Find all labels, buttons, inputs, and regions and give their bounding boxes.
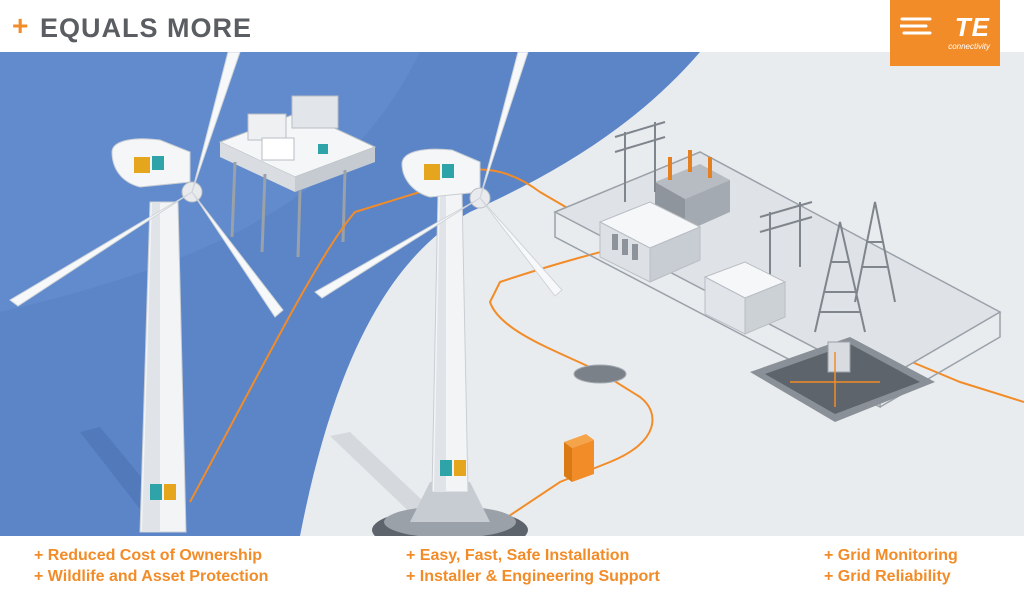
subsea-cable: [189, 168, 601, 503]
te-connectivity-logo: TE connectivity: [890, 0, 1000, 66]
te-swoosh-icon: [900, 17, 932, 35]
manhole: [573, 364, 627, 384]
gantry-left: [614, 121, 666, 202]
wind-turbine-left: [9, 52, 284, 533]
logo-text: TE: [954, 12, 990, 42]
wind-turbine-right: [314, 52, 563, 493]
control-cabinets: [703, 261, 787, 335]
benefit-item: + Easy, Fast, Safe Installation: [406, 547, 630, 564]
cable-vault: [750, 337, 935, 422]
offshore-platform: [218, 95, 377, 258]
benefits-footer: + Reduced Cost of Ownership + Wildlife a…: [0, 536, 1024, 600]
page-title: EQUALS MORE: [40, 13, 253, 43]
land-cable: [488, 241, 654, 523]
wind-farm-illustration: [0, 52, 1024, 536]
gantry-right: [759, 201, 813, 277]
header: + EQUALS MORE: [0, 0, 1024, 52]
header-plus-icon: +: [12, 10, 29, 41]
benefits-column-2: + Easy, Fast, Safe Installation + Instal…: [406, 545, 660, 587]
junction-box: [564, 434, 594, 482]
logo-subtext: connectivity: [948, 42, 990, 51]
benefit-item: + Grid Reliability: [824, 568, 951, 585]
benefits-column-1: + Reduced Cost of Ownership + Wildlife a…: [34, 545, 268, 587]
tower-shadow-right: [330, 432, 440, 522]
switchgear-building: [598, 201, 702, 283]
benefits-column-3: + Grid Monitoring + Grid Reliability: [824, 545, 958, 587]
lattice-tower: [814, 201, 896, 333]
turbine-foundation: [372, 482, 528, 536]
wind-farm-scene: [0, 52, 1024, 536]
benefit-item: + Installer & Engineering Support: [406, 568, 660, 585]
benefit-item: + Reduced Cost of Ownership: [34, 547, 263, 564]
benefit-item: + Wildlife and Asset Protection: [34, 568, 269, 585]
benefit-item: + Grid Monitoring: [824, 547, 958, 564]
